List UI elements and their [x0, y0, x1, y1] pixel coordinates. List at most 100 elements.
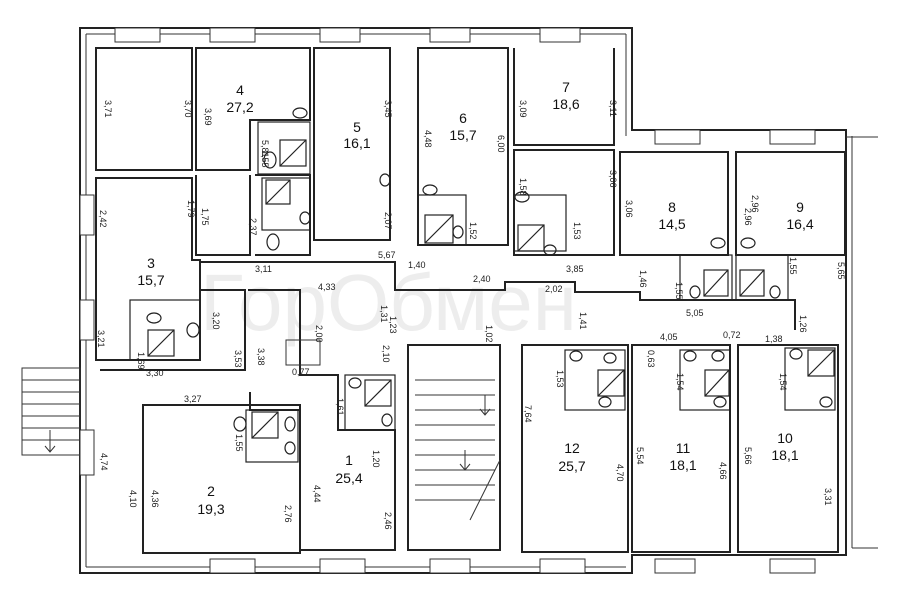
outer-wall — [79, 27, 847, 574]
dimension-label: 5,67 — [378, 250, 396, 260]
dimension-label: 1,52 — [468, 222, 478, 240]
room-1-area: 25,4 — [335, 470, 362, 486]
dimension-label: 3,06 — [624, 200, 634, 218]
dimension-label: 3,38 — [256, 348, 266, 366]
bathroom-fixtures — [129, 107, 836, 463]
watermark: ГорОбмен — [200, 258, 577, 347]
dimension-label: 3,11 — [255, 264, 272, 274]
dimension-label: 0,63 — [646, 350, 656, 368]
dimension-label: 3,30 — [146, 368, 164, 378]
dimension-label: 1,55 — [788, 257, 798, 275]
dimension-label: 3,53 — [233, 350, 243, 368]
dimension-label: 2,42 — [98, 210, 108, 228]
dimension-label: 1,23 — [388, 316, 398, 334]
dimension-label: 0,72 — [723, 330, 741, 340]
room-1-number: 1 — [345, 452, 353, 468]
dimension-label: 2,40 — [473, 274, 491, 284]
dimension-label: 5,66 — [743, 447, 753, 465]
dimension-label: 1,61 — [335, 398, 345, 416]
dimension-label: 3,70 — [183, 100, 193, 118]
dimension-label: 1,55 — [260, 150, 270, 168]
dimension-label: 4,05 — [660, 332, 678, 342]
room-12-number: 12 — [564, 440, 580, 456]
dimension-label: 4,48 — [423, 130, 433, 148]
room-2-number: 2 — [207, 483, 215, 499]
room-10-number: 10 — [777, 430, 793, 446]
dimension-label: 1,53 — [572, 222, 582, 240]
dimension-label: 4,70 — [615, 464, 625, 482]
dimension-label: 5,54 — [635, 447, 645, 465]
dimension-label: 1,69 — [136, 352, 146, 370]
dimension-label: 1,55 — [234, 434, 244, 452]
dimension-label: 3,20 — [211, 312, 221, 330]
dimension-label: 3,85 — [566, 264, 584, 274]
dimension-label: 1,79 — [186, 200, 196, 218]
dimension-label: 3,69 — [203, 108, 213, 126]
dimension-label: 2,96 — [743, 208, 753, 226]
windows — [79, 27, 816, 574]
dimension-label: 1,58 — [518, 178, 528, 196]
dimension-label: 1,46 — [638, 270, 648, 288]
dimension-label: 3,71 — [103, 100, 113, 118]
room-9-area: 16,4 — [786, 216, 813, 232]
dimension-label: 2,37 — [248, 218, 258, 236]
room-5-area: 16,1 — [343, 135, 370, 151]
dimension-label: 2,46 — [383, 512, 393, 530]
dimension-label: 1,38 — [765, 334, 783, 344]
room-12-area: 25,7 — [558, 458, 585, 474]
dimension-label: 2,07 — [383, 212, 393, 230]
dimension-label: 4,36 — [150, 490, 160, 508]
dimension-labels: 3,71 3,70 3,69 3,45 5,81 2,07 2,37 1,55 4,48 6,00… — [96, 100, 846, 530]
room-8-area: 14,5 — [658, 216, 685, 232]
room-3-area: 15,7 — [137, 272, 164, 288]
dimension-label: 2,96 — [750, 195, 760, 213]
dimension-label: 2,10 — [381, 345, 391, 363]
room-labels: 1 25,4 2 19,3 3 15,7 4 27,2 5 16,1 6 15,… — [137, 79, 813, 517]
dimension-label: 3,09 — [518, 100, 528, 118]
dimension-label: 1,55 — [674, 282, 684, 300]
dimension-label: 4,10 — [128, 490, 138, 508]
dimension-label: 4,33 — [318, 282, 336, 292]
dimension-label: 2,02 — [545, 284, 563, 294]
room-11-number: 11 — [676, 440, 691, 456]
dimension-label: 6,00 — [496, 135, 506, 153]
room-7-number: 7 — [562, 79, 570, 95]
dimension-label: 1,54 — [675, 373, 685, 391]
room-6-number: 6 — [459, 110, 467, 126]
dimension-label: 2,00 — [314, 325, 324, 343]
room-4-number: 4 — [236, 82, 244, 98]
dimension-label: 3,45 — [383, 100, 393, 118]
dimension-label: 0,77 — [292, 367, 310, 377]
dimension-label: 3,31 — [823, 488, 833, 506]
dimension-label: 2,76 — [283, 505, 293, 523]
room-6-area: 15,7 — [449, 127, 476, 143]
dimension-label: 3,11 — [608, 100, 618, 117]
room-2-area: 19,3 — [197, 501, 224, 517]
dimension-label: 1,40 — [408, 260, 426, 270]
dimension-label: 1,53 — [555, 370, 565, 388]
dimension-label: 1,41 — [578, 312, 588, 330]
dimension-label: 1,02 — [484, 325, 494, 343]
dimension-label: 4,66 — [718, 462, 728, 480]
dimension-label: 7,64 — [523, 405, 533, 423]
dimension-label: 1,31 — [379, 305, 389, 323]
room-7-area: 18,6 — [552, 96, 579, 112]
room-3-number: 3 — [147, 255, 155, 271]
dimension-label: 5,81 — [260, 140, 270, 158]
room-9-number: 9 — [796, 199, 804, 215]
dimension-label: 1,26 — [798, 315, 808, 333]
dimension-label: 5,65 — [836, 262, 846, 280]
dimension-label: 3,27 — [184, 394, 202, 404]
dimension-label: 4,44 — [312, 485, 322, 503]
dimension-label: 1,75 — [200, 208, 210, 226]
dimension-label: 5,05 — [686, 308, 704, 318]
room-11-area: 18,1 — [669, 457, 696, 473]
dimension-label: 3,06 — [608, 170, 618, 188]
dimension-label: 1,54 — [778, 373, 788, 391]
room-5-number: 5 — [353, 119, 361, 135]
dimension-label: 4,74 — [99, 453, 109, 471]
room-4-area: 27,2 — [226, 99, 253, 115]
dimension-label: 1,20 — [371, 450, 381, 468]
room-10-area: 18,1 — [771, 447, 798, 463]
